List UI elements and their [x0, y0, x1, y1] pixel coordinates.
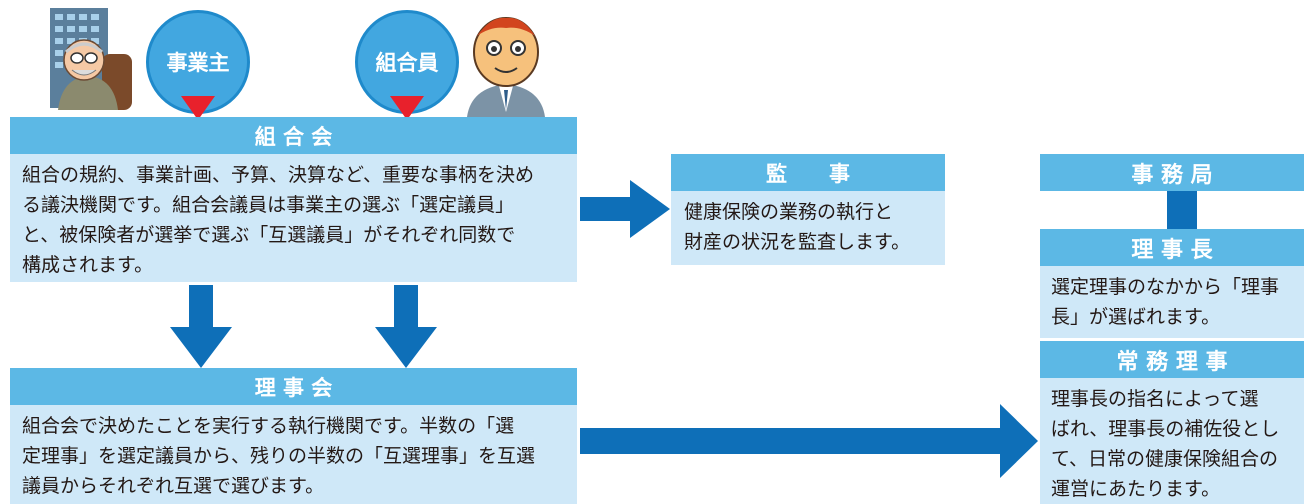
assembly-line: と、被保険者が選挙で選ぶ「互選議員」がそれぞれ同数で [22, 224, 516, 246]
board-line: 組合会で決めたことを実行する執行機関です。半数の「選 [22, 415, 515, 437]
auditor-header: 監 事 [671, 154, 945, 191]
auditor-description: 健康保険の業務の執行と 財産の状況を監査します。 [671, 191, 945, 265]
assembly-description: 組合の規約、事業計画、予算、決算など、重要な事柄を決め る議決機関です。組合会議… [10, 154, 577, 282]
board-to-executive-arrow [580, 404, 1038, 478]
board-header: 理 事 会 [10, 368, 577, 405]
assembly-to-board-arrow-right [375, 285, 437, 368]
board-line: 議員からそれぞれ互選で選びます。 [22, 475, 325, 497]
employer-pointer [181, 96, 215, 120]
executive-line: て、日常の健康保険組合の [1051, 448, 1279, 470]
executive-title: 常 務 理 事 [1116, 349, 1228, 375]
executive-header: 常 務 理 事 [1040, 341, 1304, 378]
executive-line: 運営にあたります。 [1051, 478, 1221, 500]
executive-line: 理事長の指名によって選 [1051, 388, 1259, 410]
member-illustration [467, 17, 545, 117]
member-label: 組合員 [375, 51, 439, 75]
chairman-header: 理 事 長 [1040, 229, 1304, 266]
board-description: 組合会で決めたことを実行する執行機関です。半数の「選 定理事」を選定議員から、残… [10, 405, 577, 504]
employer-label: 事業主 [166, 51, 230, 75]
board-title: 理 事 会 [254, 375, 333, 400]
chairman-line: 長」が選ばれます。 [1051, 306, 1221, 328]
executive-line: ばれ、理事長の補佐役とし [1051, 418, 1280, 440]
assembly-header: 組 合 会 [10, 117, 577, 154]
auditor-line: 健康保険の業務の執行と [684, 201, 894, 223]
chairman-title: 理 事 長 [1131, 237, 1213, 263]
member-pointer [390, 96, 424, 120]
auditor-line: 財産の状況を監査します。 [684, 231, 911, 253]
secretariat-title: 事 務 局 [1131, 162, 1213, 188]
assembly-line: 構成されます。 [22, 254, 154, 276]
assembly-title: 組 合 会 [254, 124, 333, 149]
assembly-to-auditor-arrow [580, 180, 670, 238]
chairman-description: 選定理事のなかから「理事 長」が選ばれます。 [1040, 266, 1304, 338]
secretariat-header: 事 務 局 [1040, 154, 1304, 191]
assembly-line: 組合の規約、事業計画、予算、決算など、重要な事柄を決め [22, 164, 535, 186]
chairman-line: 選定理事のなかから「理事 [1051, 276, 1280, 298]
secretariat-connector [1167, 191, 1197, 229]
auditor-title: 監 事 [766, 161, 850, 186]
board-line: 定理事」を選定議員から、残りの半数の「互選理事」を互選 [22, 445, 536, 467]
assembly-to-board-arrow-left [170, 285, 232, 368]
executive-description: 理事長の指名によって選 ばれ、理事長の補佐役とし て、日常の健康保険組合の 運営… [1040, 378, 1304, 504]
employer-illustration [50, 8, 132, 110]
assembly-line: る議決機関です。組合会議員は事業主の選ぶ「選定議員」 [22, 194, 515, 216]
